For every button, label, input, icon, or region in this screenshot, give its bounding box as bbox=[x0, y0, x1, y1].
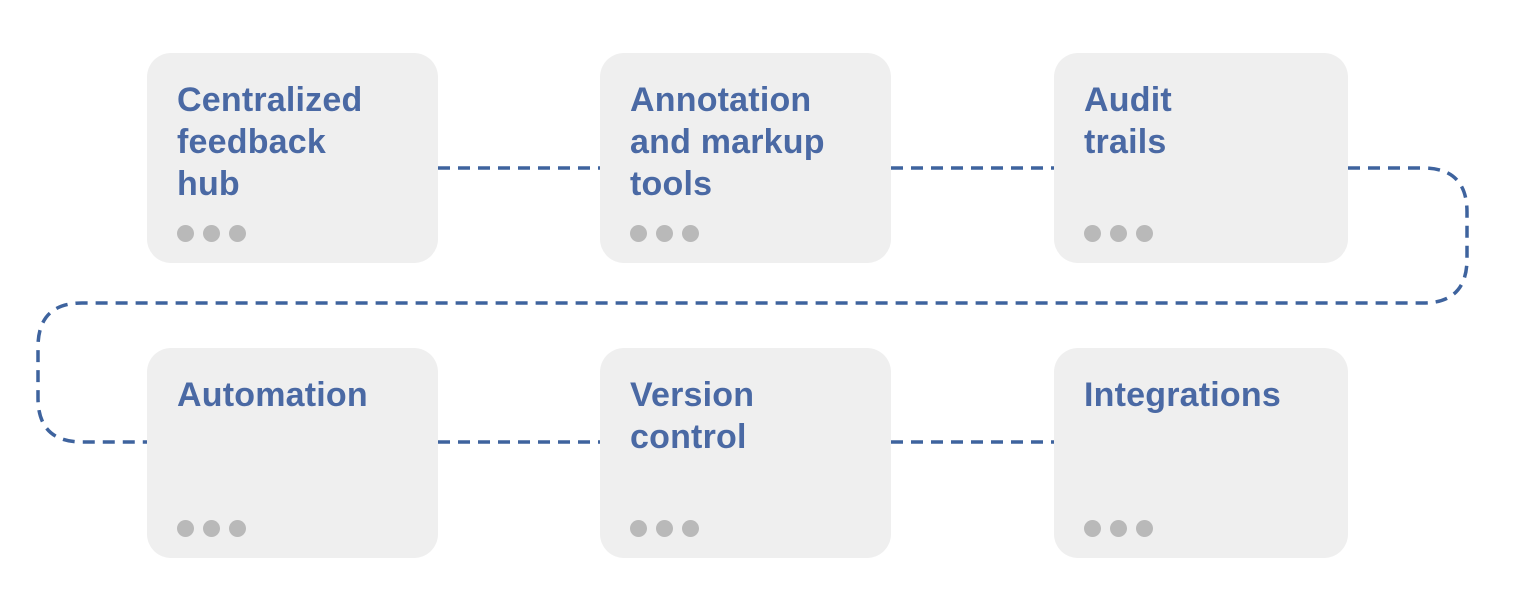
card-title: Centralized feedback hub bbox=[177, 81, 363, 203]
dot bbox=[1084, 225, 1101, 242]
ellipsis-dots-icon bbox=[1084, 225, 1153, 242]
card-automation: Automation bbox=[147, 348, 438, 558]
ellipsis-dots-icon bbox=[177, 520, 246, 537]
card-title: Automation bbox=[177, 376, 368, 414]
dot bbox=[682, 225, 699, 242]
dot bbox=[1136, 520, 1153, 537]
dot bbox=[177, 520, 194, 537]
card-title: Audit trails bbox=[1084, 81, 1172, 161]
dot bbox=[630, 520, 647, 537]
dot bbox=[1110, 520, 1127, 537]
card-title: Integrations bbox=[1084, 376, 1281, 414]
dot bbox=[656, 520, 673, 537]
dot bbox=[630, 225, 647, 242]
card-integrations: Integrations bbox=[1054, 348, 1348, 558]
card-annotation-markup-tools: Annotation and markup tools bbox=[600, 53, 891, 263]
dot bbox=[177, 225, 194, 242]
card-version-control: Version control bbox=[600, 348, 891, 558]
card-title: Annotation and markup tools bbox=[630, 81, 825, 203]
card-title: Version control bbox=[630, 376, 755, 456]
dot bbox=[203, 520, 220, 537]
dot bbox=[203, 225, 220, 242]
card-audit-trails: Audit trails bbox=[1054, 53, 1348, 263]
card-centralized-feedback-hub: Centralized feedback hub bbox=[147, 53, 438, 263]
dot bbox=[1136, 225, 1153, 242]
dot bbox=[1084, 520, 1101, 537]
ellipsis-dots-icon bbox=[630, 225, 699, 242]
dot bbox=[229, 520, 246, 537]
dot bbox=[1110, 225, 1127, 242]
ellipsis-dots-icon bbox=[1084, 520, 1153, 537]
ellipsis-dots-icon bbox=[177, 225, 246, 242]
ellipsis-dots-icon bbox=[630, 520, 699, 537]
dot bbox=[229, 225, 246, 242]
dot bbox=[682, 520, 699, 537]
connector-line bbox=[36, 166, 1469, 444]
dot bbox=[656, 225, 673, 242]
